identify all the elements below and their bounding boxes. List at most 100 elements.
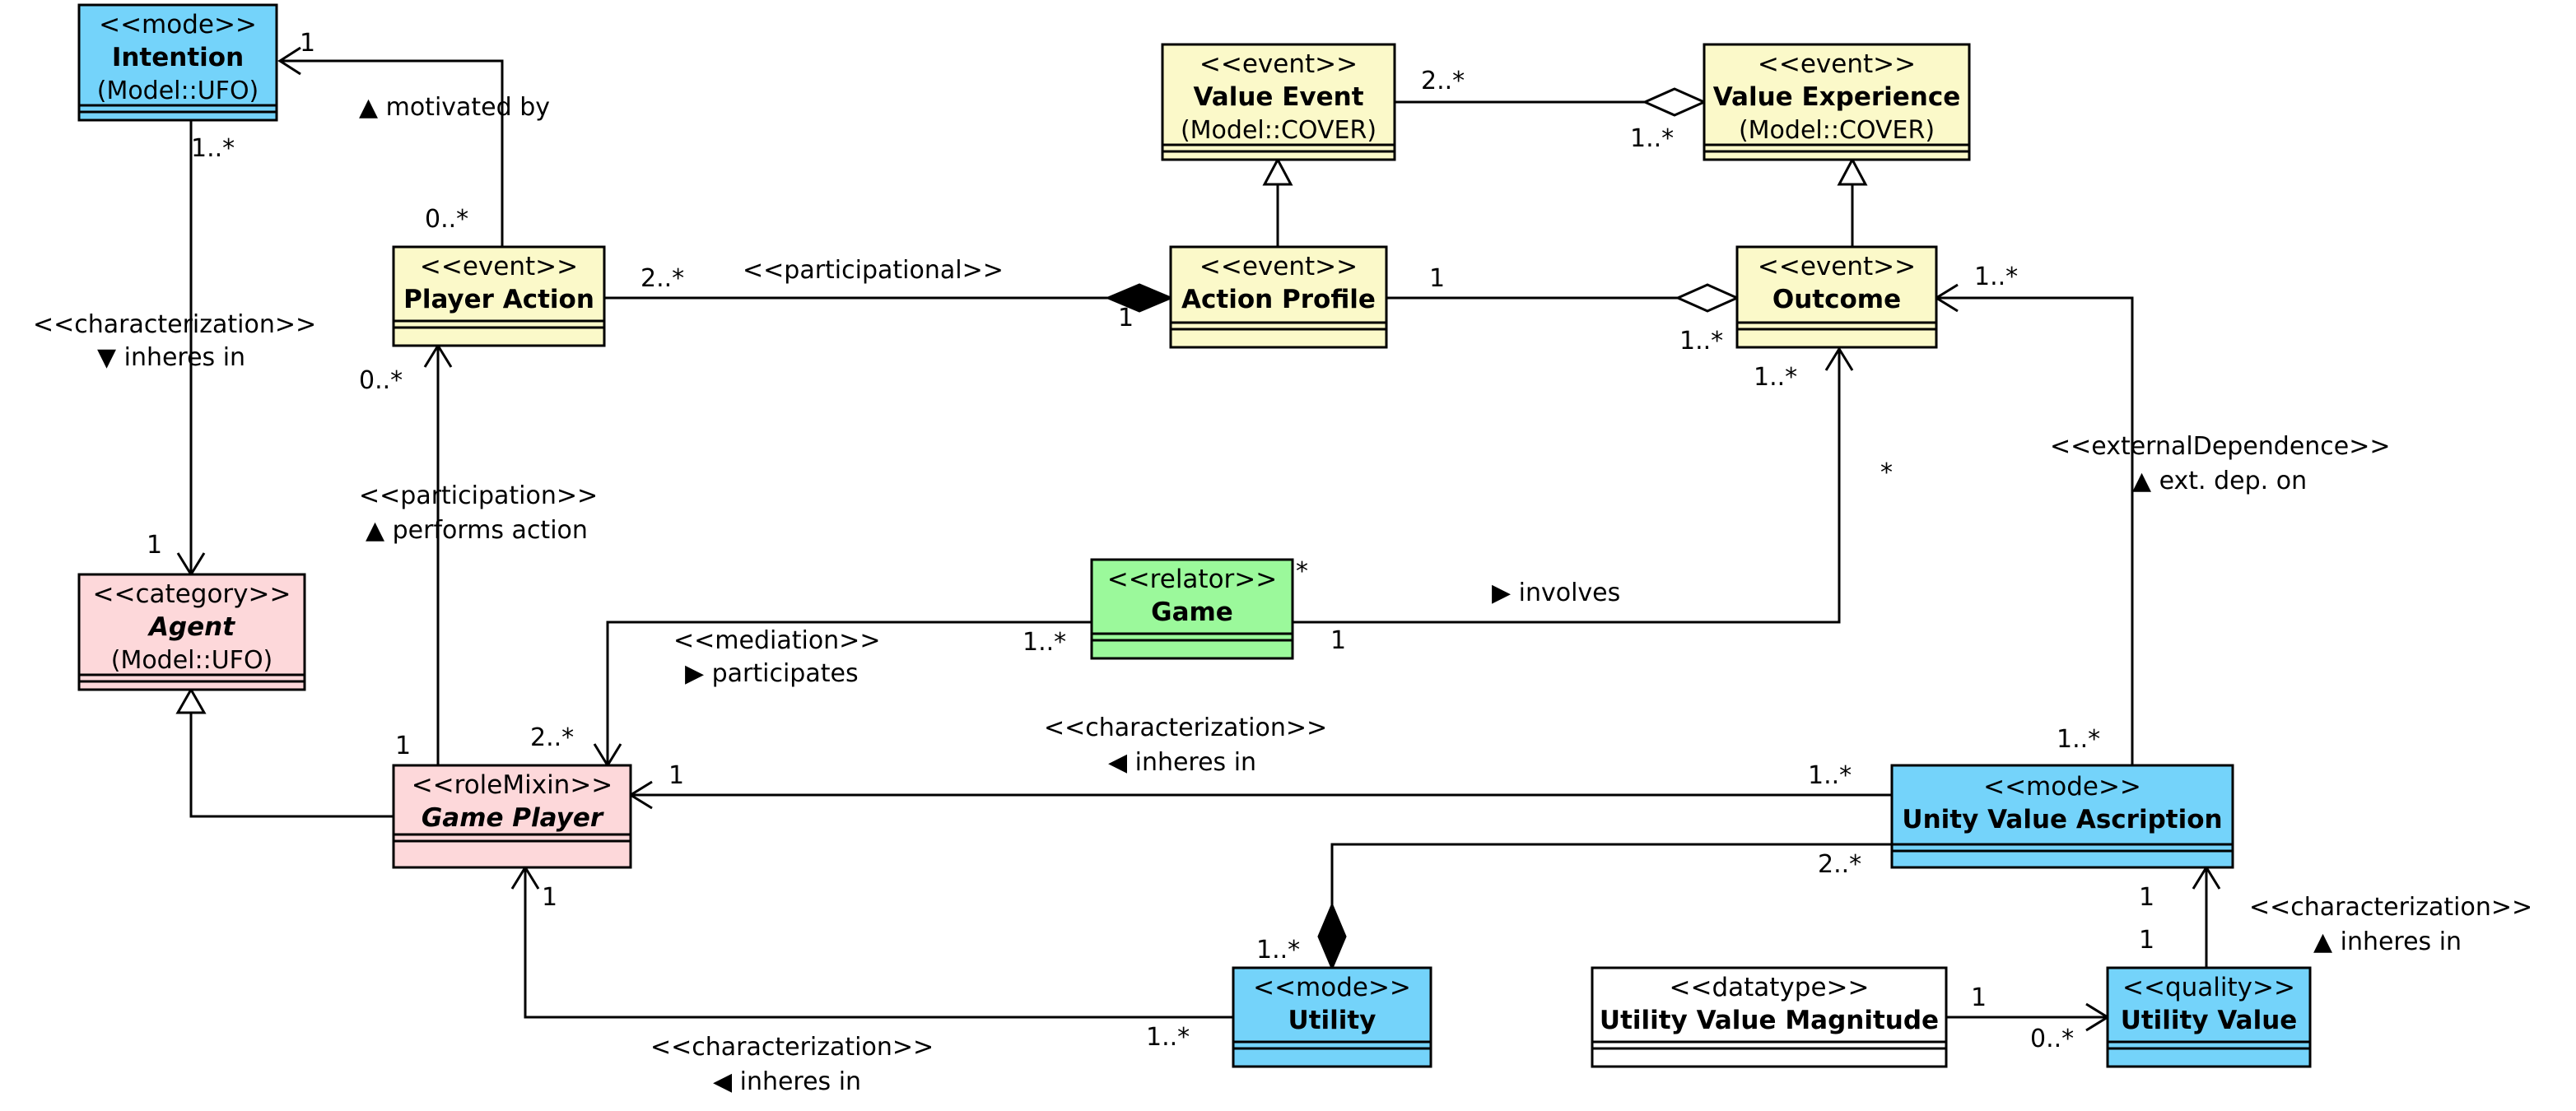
game-player-stereotype: <<roleMixin>> bbox=[412, 770, 613, 800]
label-char-stereo-4: <<characterization>> bbox=[2249, 893, 2532, 922]
label-inheres-in-2: ◀ inheres in bbox=[1108, 748, 1256, 777]
mult-utility-uva: 1..* bbox=[1256, 936, 1300, 965]
gen-triangle-value-event bbox=[1262, 156, 1293, 186]
mult-ve-to-vx: 2..* bbox=[1421, 67, 1465, 95]
class-utility-value[interactable]: <<quality>> Utility Value bbox=[2106, 966, 2312, 1068]
label-inheres-in-1: ▼ inheres in bbox=[97, 343, 245, 372]
edge-labels: ▲ motivated by <<characterization>> ▼ in… bbox=[33, 93, 2532, 1096]
utility-name: Utility bbox=[1288, 1006, 1377, 1035]
agent-name: Agent bbox=[147, 612, 235, 642]
mult-vx-from-ve: 1..* bbox=[1630, 124, 1674, 153]
uva-name: Unity Value Ascription bbox=[1902, 805, 2222, 834]
agent-sub: (Model::UFO) bbox=[111, 646, 273, 675]
mult-uva-ext: 1..* bbox=[2057, 725, 2100, 754]
mult-player-action-motivated: 0..* bbox=[425, 205, 468, 234]
mult-game-mediation: 1..* bbox=[1022, 628, 1066, 657]
mult-uvm-uv: 1 bbox=[1971, 983, 1987, 1012]
mult-uva-gp: 1..* bbox=[1808, 761, 1852, 790]
value-event-sub: (Model::COVER) bbox=[1181, 116, 1377, 145]
uvm-name: Utility Value Magnitude bbox=[1600, 1006, 1939, 1035]
mult-intention-inheres: 1..* bbox=[191, 134, 235, 163]
action-profile-name: Action Profile bbox=[1181, 285, 1376, 314]
intention-name: Intention bbox=[112, 43, 244, 72]
mult-ap-to-outcome: 1 bbox=[1429, 264, 1445, 293]
mult-game-involves: 1 bbox=[1330, 626, 1346, 655]
outcome-name: Outcome bbox=[1772, 285, 1901, 314]
label-performs-action: ▲ performs action bbox=[366, 516, 588, 545]
agent-stereotype: <<category>> bbox=[93, 579, 291, 609]
edge-utility-gameplayer[interactable] bbox=[524, 867, 1233, 1019]
edge-gameplayer-agent-gen[interactable] bbox=[189, 713, 394, 818]
action-profile-stereotype: <<event>> bbox=[1199, 252, 1358, 281]
class-action-profile[interactable]: <<event>> Action Profile bbox=[1169, 245, 1388, 349]
player-action-stereotype: <<event>> bbox=[420, 252, 578, 281]
mult-outcome-ext: 1..* bbox=[1974, 263, 2018, 291]
mult-uv-uvm: 0..* bbox=[2030, 1025, 2074, 1053]
edge-mediation[interactable] bbox=[606, 621, 1092, 765]
mult-gp-mediation: 2..* bbox=[530, 723, 574, 752]
edge-involves[interactable] bbox=[1293, 349, 1841, 624]
composition-diamond-utility bbox=[1317, 902, 1347, 971]
value-experience-name: Value Experience bbox=[1713, 82, 1961, 112]
arrowhead-intention bbox=[277, 46, 301, 76]
edges bbox=[175, 46, 2221, 1032]
mult-gp-utility: 1 bbox=[542, 883, 557, 912]
mult-agent-inheres: 1 bbox=[147, 531, 162, 560]
mult-uv-uva: 1 bbox=[2139, 926, 2154, 955]
aggregation-diamond-outcome bbox=[1675, 283, 1740, 313]
class-player-action[interactable]: <<event>> Player Action bbox=[392, 245, 606, 347]
class-agent[interactable]: <<category>> Agent (Model::UFO) bbox=[77, 573, 306, 691]
game-stereotype: <<relator>> bbox=[1107, 565, 1278, 594]
mult-outcome-from-ap: 1..* bbox=[1679, 327, 1723, 356]
mult-intention-motivated: 1 bbox=[300, 29, 315, 58]
class-value-event[interactable]: <<event>> Value Event (Model::COVER) bbox=[1161, 43, 1396, 161]
intention-stereotype: <<mode>> bbox=[99, 10, 257, 40]
mult-pa-participation: 0..* bbox=[359, 366, 403, 395]
label-participates: ▶ participates bbox=[685, 659, 859, 688]
mult-game-star: * bbox=[1296, 557, 1308, 586]
utility-value-name: Utility Value bbox=[2121, 1006, 2298, 1035]
label-char-stereo-1: <<characterization>> bbox=[33, 310, 316, 339]
value-event-name: Value Event bbox=[1193, 82, 1363, 112]
mult-ap-participational: 1 bbox=[1118, 304, 1134, 332]
edge-uva-utility[interactable] bbox=[1330, 843, 1892, 905]
label-mediation: <<mediation>> bbox=[673, 626, 880, 655]
uva-stereotype: <<mode>> bbox=[1983, 772, 2141, 802]
label-inheres-in-4: ▲ inheres in bbox=[2313, 927, 2462, 956]
class-unity-value-ascription[interactable]: <<mode>> Unity Value Ascription bbox=[1890, 764, 2234, 869]
intention-sub: (Model::UFO) bbox=[97, 77, 259, 105]
class-game-player[interactable]: <<roleMixin>> Game Player bbox=[392, 764, 632, 869]
label-external-dependence: <<externalDependence>> bbox=[2050, 432, 2391, 461]
game-name: Game bbox=[1151, 597, 1233, 627]
value-event-stereotype: <<event>> bbox=[1199, 49, 1358, 79]
aggregation-diamond-value-experience bbox=[1642, 87, 1707, 117]
class-game[interactable]: <<relator>> Game bbox=[1090, 558, 1294, 660]
mult-uva-utility: 2..* bbox=[1818, 850, 1861, 879]
class-intention[interactable]: <<mode>> Intention (Model::UFO) bbox=[77, 3, 278, 122]
gen-triangle-value-experience bbox=[1837, 156, 1868, 186]
label-participational: <<participational>> bbox=[743, 256, 1004, 285]
mult-outcome-involves: 1..* bbox=[1754, 363, 1797, 392]
label-char-stereo-3: <<characterization>> bbox=[650, 1033, 934, 1062]
class-utility[interactable]: <<mode>> Utility bbox=[1232, 966, 1432, 1068]
label-inheres-in-3: ◀ inheres in bbox=[713, 1067, 861, 1096]
class-outcome[interactable]: <<event>> Outcome bbox=[1735, 245, 1938, 349]
label-motivated-by: ▲ motivated by bbox=[359, 93, 550, 122]
class-value-experience[interactable]: <<event>> Value Experience (Model::COVER… bbox=[1703, 43, 1971, 161]
utility-stereotype: <<mode>> bbox=[1253, 973, 1411, 1002]
label-ext-dep-on: ▲ ext. dep. on bbox=[2132, 467, 2307, 495]
label-involves: ▶ involves bbox=[1492, 579, 1620, 607]
label-participation: <<participation>> bbox=[359, 481, 598, 510]
edge-motivated-by[interactable] bbox=[280, 59, 504, 247]
player-action-name: Player Action bbox=[403, 285, 594, 314]
mult-pa-participational: 2..* bbox=[641, 264, 684, 293]
uvm-stereotype: <<datatype>> bbox=[1670, 973, 1870, 1002]
value-experience-sub: (Model::COVER) bbox=[1739, 116, 1935, 145]
game-player-name: Game Player bbox=[422, 803, 604, 833]
multiplicities: 1 1..* 0..* 1 2..* 0..* 1 2..* 1..* 1 1.… bbox=[147, 29, 2154, 1053]
mult-gp-participation: 1 bbox=[395, 732, 411, 760]
mult-gp-uva: 1 bbox=[668, 761, 684, 790]
class-utility-value-magnitude[interactable]: <<datatype>> Utility Value Magnitude bbox=[1591, 966, 1948, 1068]
label-char-stereo-2: <<characterization>> bbox=[1044, 714, 1327, 742]
edge-external-dependence[interactable] bbox=[1936, 296, 2134, 765]
